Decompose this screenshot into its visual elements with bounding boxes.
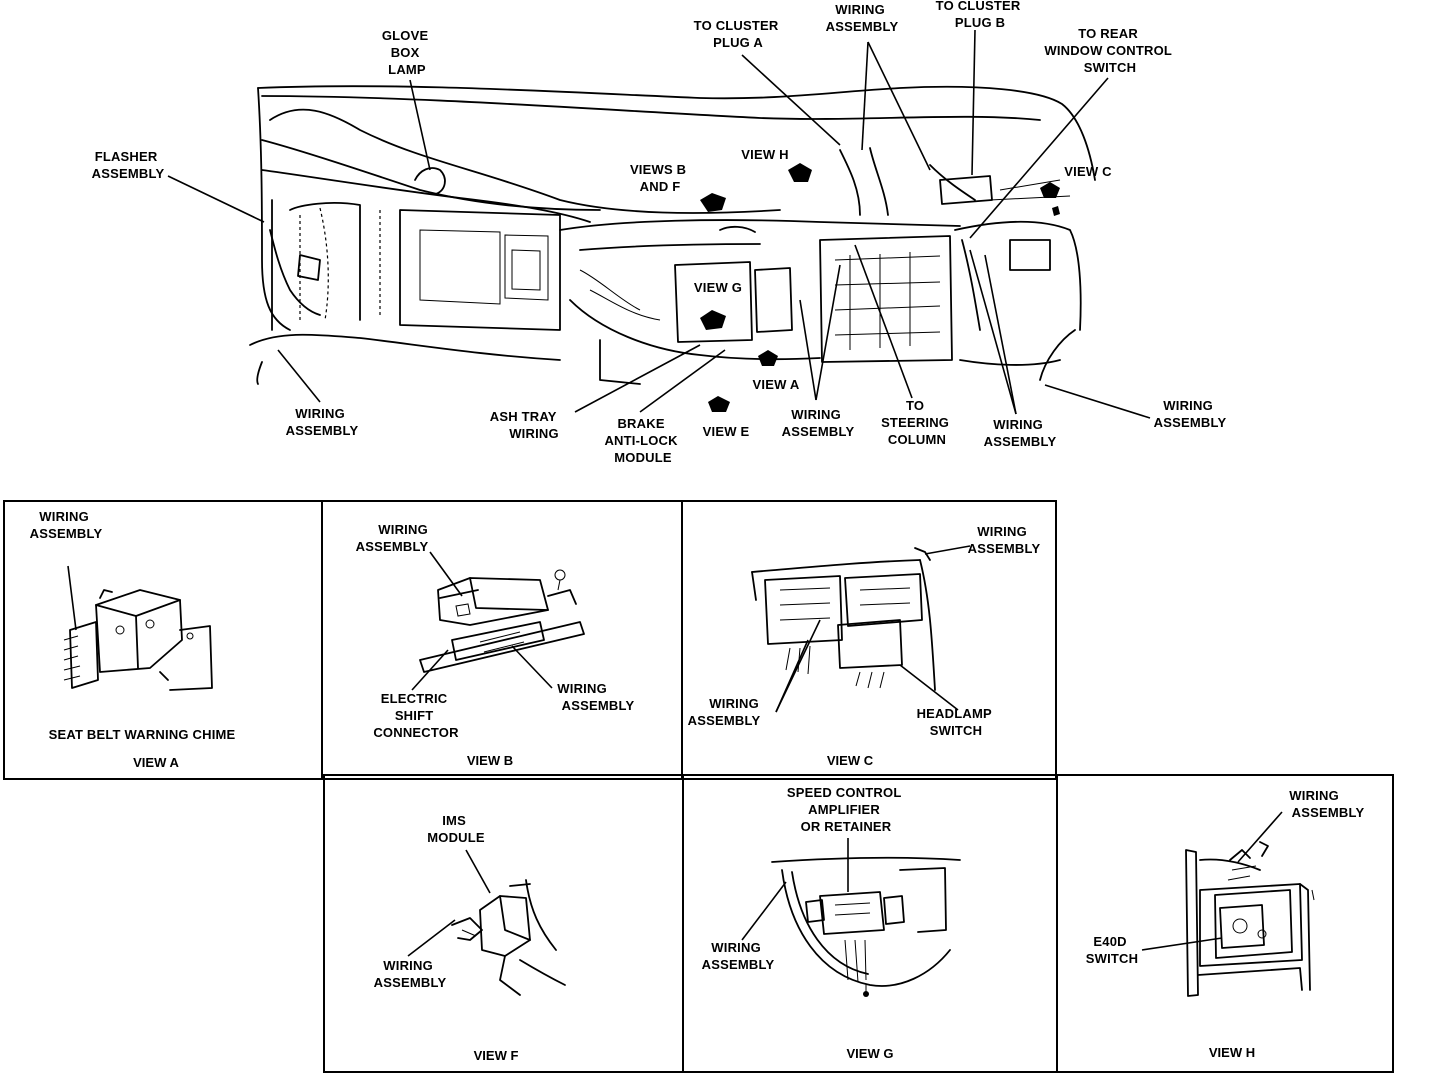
brake-anti-lock-module-label: BRAKE ANTI-LOCK MODULE bbox=[604, 416, 681, 465]
view-b-wiring-assembly-top-label: WIRING ASSEMBLY bbox=[356, 522, 432, 554]
view-g-panel: SPEED CONTROL AMPLIFIER OR RETAINER WIRI… bbox=[702, 785, 961, 1061]
view-a-callout: VIEW A bbox=[753, 377, 800, 392]
view-g-callout: VIEW G bbox=[694, 280, 742, 295]
view-g-caption: VIEW G bbox=[847, 1046, 894, 1061]
instrument-panel-illustration bbox=[249, 85, 1096, 412]
view-a-wiring-assembly-label: WIRING ASSEMBLY bbox=[30, 509, 103, 541]
glove-box-lamp-label: GLOVE BOX LAMP bbox=[382, 28, 432, 77]
speed-control-amplifier-illustration bbox=[771, 856, 961, 997]
detail-panel-frames bbox=[3, 500, 1394, 1073]
to-cluster-plug-b-label: TO CLUSTER PLUG B bbox=[936, 0, 1025, 30]
view-b-panel: WIRING ASSEMBLY ELECTRIC SHIFT CONNECTOR… bbox=[356, 522, 635, 768]
view-f-panel: IMS MODULE WIRING ASSEMBLY VIEW F bbox=[374, 813, 566, 1063]
ash-tray-wiring-label: ASH TRAY WIRING bbox=[490, 409, 560, 441]
main-leader-lines bbox=[167, 29, 1151, 419]
electric-shift-connector-illustration bbox=[419, 569, 585, 673]
views-b-and-f-label: VIEWS B AND F bbox=[630, 162, 690, 194]
view-c-wiring-assembly-top-label: WIRING ASSEMBLY bbox=[968, 524, 1041, 556]
headlamp-switch-illustration bbox=[751, 547, 936, 691]
to-cluster-plug-a-label: TO CLUSTER PLUG A bbox=[694, 18, 783, 50]
electric-shift-connector-label: ELECTRIC SHIFT CONNECTOR bbox=[373, 691, 459, 740]
wiring-assembly-right-label: WIRING ASSEMBLY bbox=[984, 417, 1057, 449]
wiring-assembly-left-label: WIRING ASSEMBLY bbox=[286, 406, 359, 438]
view-c-panel: WIRING ASSEMBLY WIRING ASSEMBLY HEADLAMP… bbox=[688, 524, 1041, 768]
view-h-callout: VIEW H bbox=[741, 147, 788, 162]
top-row-frame bbox=[3, 500, 1057, 780]
view-f-caption: VIEW F bbox=[474, 1048, 519, 1063]
wiring-assembly-center-label: WIRING ASSEMBLY bbox=[782, 407, 855, 439]
headlamp-switch-label: HEADLAMP SWITCH bbox=[917, 706, 996, 738]
view-c-caption: VIEW C bbox=[827, 753, 874, 768]
view-c-wiring-assembly-bottom-label: WIRING ASSEMBLY bbox=[688, 696, 763, 728]
to-rear-window-control-switch-label: TO REAR WINDOW CONTROL SWITCH bbox=[1044, 26, 1175, 75]
view-e-callout: VIEW E bbox=[703, 424, 750, 439]
wiring-assembly-top-label: WIRING ASSEMBLY bbox=[826, 2, 899, 34]
to-steering-column-label: TO STEERING COLUMN bbox=[881, 398, 953, 447]
view-h-caption: VIEW H bbox=[1209, 1045, 1255, 1060]
ims-module-illustration bbox=[451, 879, 566, 996]
bottom-row-frame bbox=[323, 774, 1394, 1073]
view-a-panel: WIRING ASSEMBLY SEAT BELT WARNING CHIME … bbox=[30, 509, 236, 770]
speed-control-amplifier-label: SPEED CONTROL AMPLIFIER OR RETAINER bbox=[787, 785, 905, 834]
view-b-wiring-assembly-bottom-label: WIRING ASSEMBLY bbox=[557, 681, 634, 713]
e40d-switch-illustration bbox=[1185, 841, 1315, 997]
main-labels: GLOVE BOX LAMP TO CLUSTER PLUG A WIRING … bbox=[92, 0, 1227, 465]
seat-belt-warning-chime-label: SEAT BELT WARNING CHIME bbox=[49, 727, 236, 742]
e40d-switch-label: E40D SWITCH bbox=[1086, 934, 1138, 966]
view-c-callout: VIEW C bbox=[1064, 164, 1112, 179]
wiring-assembly-far-right-label: WIRING ASSEMBLY bbox=[1154, 398, 1227, 430]
view-h-wiring-assembly-label: WIRING ASSEMBLY bbox=[1289, 788, 1364, 820]
flasher-assembly-label: FLASHER ASSEMBLY bbox=[92, 149, 165, 181]
view-f-wiring-assembly-label: WIRING ASSEMBLY bbox=[374, 958, 447, 990]
ims-module-label: IMS MODULE bbox=[427, 813, 485, 845]
view-g-wiring-assembly-label: WIRING ASSEMBLY bbox=[702, 940, 775, 972]
seat-belt-chime-illustration bbox=[63, 589, 213, 691]
view-a-caption: VIEW A bbox=[133, 755, 179, 770]
view-b-caption: VIEW B bbox=[467, 753, 513, 768]
view-h-panel: WIRING ASSEMBLY E40D SWITCH VIEW H bbox=[1086, 788, 1364, 1060]
